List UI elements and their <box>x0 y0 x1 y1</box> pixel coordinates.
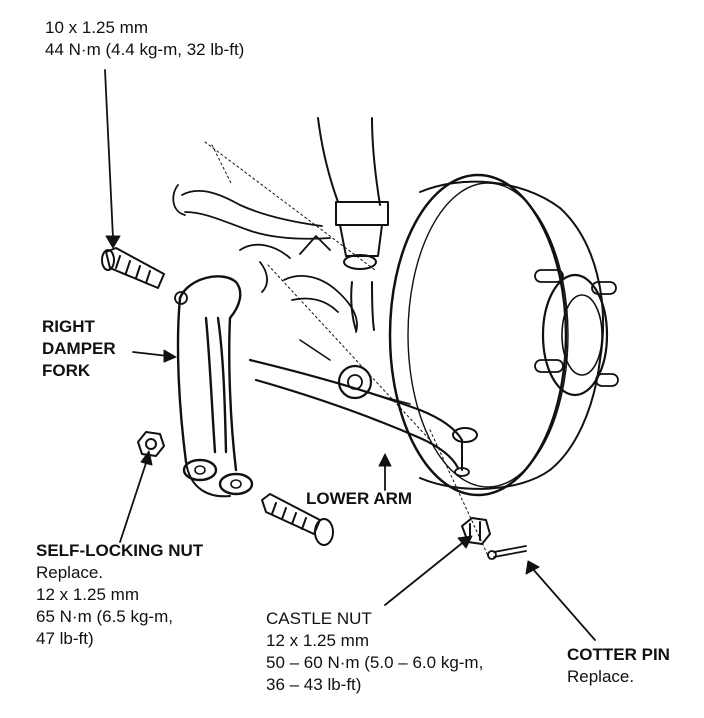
top-bolt-size: 10 x 1.25 mm <box>45 18 148 37</box>
flange-bolt <box>261 493 334 546</box>
leader-arrows <box>104 69 596 641</box>
damper-fork-line-1: RIGHT <box>42 317 95 336</box>
damper-body <box>317 117 389 331</box>
castle-nut-title: CASTLE NUT <box>266 609 372 628</box>
callout-cotter-pin: COTTER PIN Replace. <box>567 644 670 688</box>
callout-top-bolt: 10 x 1.25 mm 44 N·m (4.4 kg-m, 32 lb-ft) <box>45 17 244 61</box>
damper-fork <box>174 275 254 498</box>
brake-rotor <box>388 173 605 497</box>
pinch-bolt <box>101 247 165 289</box>
self-locking-nut-torque-1: 65 N·m (6.5 kg-m, <box>36 607 173 626</box>
cotter-pin-title: COTTER PIN <box>567 645 670 664</box>
callout-lower-arm: LOWER ARM <box>306 488 412 510</box>
wheel-hub <box>534 269 619 397</box>
lower-arm-label: LOWER ARM <box>306 489 413 508</box>
ball-joint <box>452 427 478 477</box>
top-bolt-torque: 44 N·m (4.4 kg-m, 32 lb-ft) <box>45 40 245 59</box>
callout-self-locking-nut: SELF-LOCKING NUT Replace. 12 x 1.25 mm 6… <box>36 540 203 650</box>
upper-arm-sketch <box>172 184 358 333</box>
self-locking-nut-note: Replace. <box>36 563 104 582</box>
callout-damper-fork: RIGHT DAMPER FORK <box>42 316 116 382</box>
castle-nut-torque-2: 36 – 43 lb-ft) <box>266 675 362 694</box>
castle-nut-size: 12 x 1.25 mm <box>266 631 369 650</box>
reference-lines <box>204 141 491 561</box>
self-locking-nut <box>137 431 165 457</box>
damper-fork-line-2: DAMPER <box>42 339 116 358</box>
self-locking-nut-size: 12 x 1.25 mm <box>36 585 139 604</box>
self-locking-nut-title: SELF-LOCKING NUT <box>36 541 204 560</box>
castle-nut-torque-1: 50 – 60 N·m (5.0 – 6.0 kg-m, <box>266 653 484 672</box>
damper-fork-line-3: FORK <box>42 361 91 380</box>
cotter-pin-note: Replace. <box>567 667 635 686</box>
callout-castle-nut: CASTLE NUT 12 x 1.25 mm 50 – 60 N·m (5.0… <box>266 608 483 696</box>
cotter-pin <box>487 545 527 560</box>
lower-arm-shape <box>248 339 464 470</box>
self-locking-nut-torque-2: 47 lb-ft) <box>36 629 94 648</box>
